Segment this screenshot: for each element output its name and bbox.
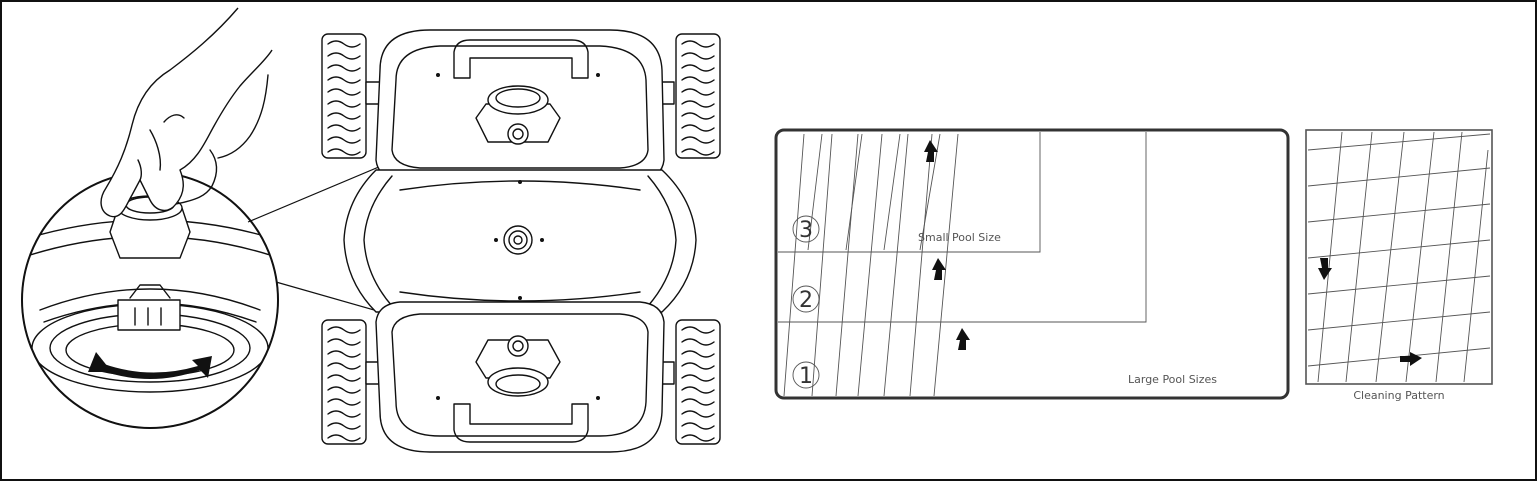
- zone-number-2: 2: [792, 285, 820, 313]
- large-pool-label: Large Pool Sizes: [1128, 373, 1217, 386]
- zone-number-3: 3: [792, 215, 820, 243]
- svg-text:2: 2: [799, 288, 813, 313]
- pattern-box: [1305, 129, 1493, 385]
- medium-pool-outline: [778, 132, 1147, 323]
- svg-text:3: 3: [799, 218, 813, 243]
- large-pool-outline: [774, 128, 1290, 400]
- pool-robot-top-view: [321, 29, 721, 453]
- wheel-bottom-right: [675, 319, 721, 445]
- hand-illustration: [100, 7, 273, 218]
- small-pool-outline: [778, 132, 1041, 253]
- magnified-knob-detail: [21, 171, 279, 429]
- zone-number-1: 1: [792, 361, 820, 389]
- pattern-grid: [1307, 131, 1491, 383]
- wheel-bottom-left: [321, 319, 367, 445]
- zigzag-path: [783, 133, 959, 397]
- cleaning-pattern-caption: Cleaning Pattern: [1353, 389, 1444, 402]
- wheel-top-right: [675, 33, 721, 159]
- wheel-top-left: [321, 33, 367, 159]
- pattern-arrows: [1318, 258, 1422, 366]
- svg-text:1: 1: [799, 364, 813, 389]
- small-pool-label: Small Pool Size: [918, 231, 1001, 244]
- pool-size-diagram: 3 2 1 Small Pool Size Large Pool Sizes: [774, 128, 1290, 400]
- direction-arrows: [924, 140, 970, 350]
- cleaning-pattern-diagram: Cleaning Pattern: [1305, 129, 1493, 402]
